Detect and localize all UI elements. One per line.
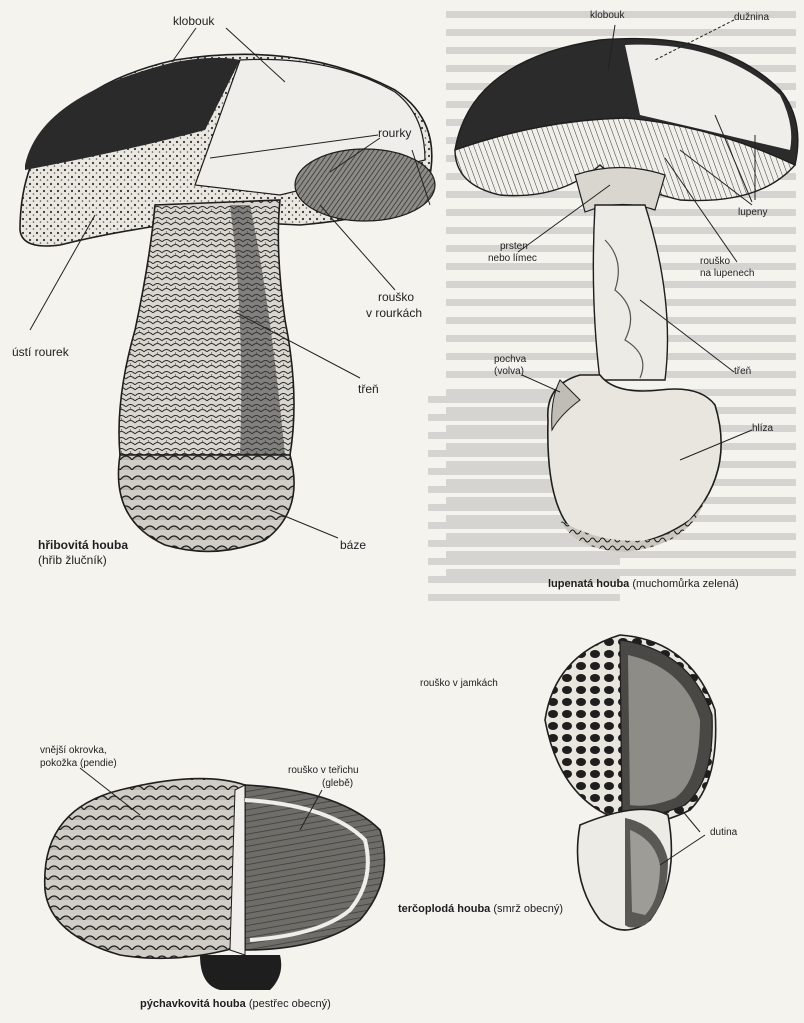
caption-boletus-title: hřibovitá houba <box>38 538 128 552</box>
label-boletus-tubes: rourky <box>378 126 411 140</box>
label-boletus-base: báze <box>340 538 366 552</box>
label-puffball-peridium: vnější okrovka, <box>40 745 107 757</box>
caption-puffball-sub: (pestřec obecný) <box>249 998 331 1010</box>
boletus-drawing <box>20 54 435 551</box>
label-agaric-gills: lupeny <box>738 207 767 219</box>
label-boletus-veil: rouško <box>378 290 414 304</box>
label-agaric-bulb: hlíza <box>752 423 773 435</box>
caption-agaric: lupenatá houba (muchomůrka zelená) <box>548 577 739 592</box>
caption-agaric-sub: (muchomůrka zelená) <box>632 578 738 590</box>
label-boletus-stipe: třeň <box>358 382 379 396</box>
label-puffball-peridium-2: pokožka (pendie) <box>40 758 117 770</box>
label-boletus-cap: klobouk <box>173 14 214 28</box>
label-morel-pits: rouško v jamkách <box>420 678 498 690</box>
caption-boletus-sub: (hřib žlučník) <box>38 553 107 567</box>
label-agaric-volva-2: (volva) <box>494 366 524 378</box>
puffball-drawing <box>45 779 385 990</box>
label-puffball-gleba-2: (glebě) <box>322 778 353 790</box>
label-boletus-veil-2: v rourkách <box>366 306 422 320</box>
morel-drawing <box>545 635 716 930</box>
caption-agaric-title: lupenatá houba <box>548 578 629 590</box>
label-morel-cavity: dutina <box>710 827 737 839</box>
caption-morel-sub: (smrž obecný) <box>493 903 563 915</box>
label-agaric-ring: prsten <box>500 241 528 253</box>
caption-morel: terčoplodá houba (smrž obecný) <box>398 902 563 917</box>
caption-puffball: pýchavkovitá houba (pestřec obecný) <box>140 997 331 1012</box>
caption-boletus: hřibovitá houba (hřib žlučník) <box>38 538 128 568</box>
label-agaric-ring-2: nebo límec <box>488 253 537 265</box>
label-agaric-veil-2: na lupenech <box>700 268 755 280</box>
caption-morel-title: terčoplodá houba <box>398 903 490 915</box>
caption-puffball-title: pýchavkovitá houba <box>140 998 246 1010</box>
label-agaric-stipe: třeň <box>734 366 751 378</box>
agaric-drawing <box>455 39 798 552</box>
label-agaric-cap: klobouk <box>590 10 624 22</box>
label-boletus-pores: ústí rourek <box>12 345 69 359</box>
label-agaric-flesh: dužnina <box>734 12 769 24</box>
label-puffball-gleba: rouško v teřichu <box>288 765 359 777</box>
label-agaric-volva: pochva <box>494 354 526 366</box>
label-agaric-veil: rouško <box>700 256 730 268</box>
